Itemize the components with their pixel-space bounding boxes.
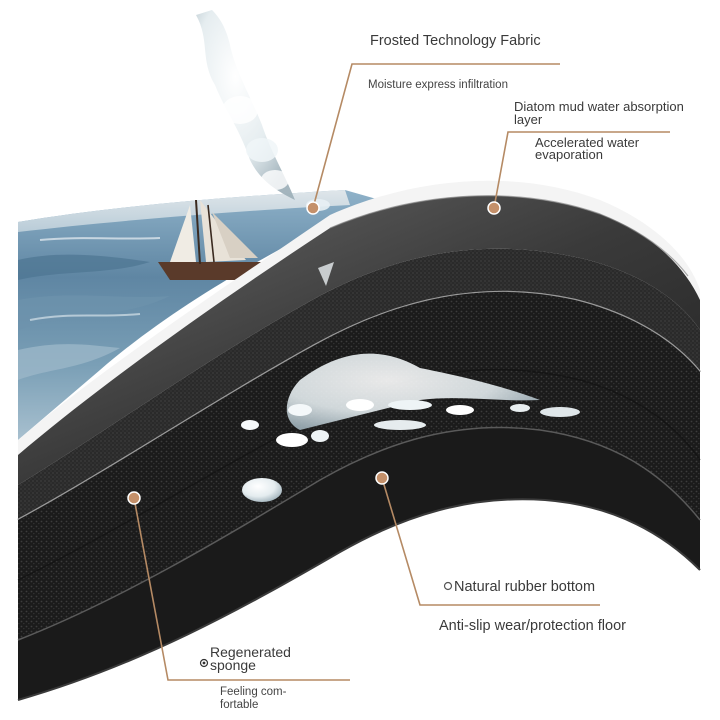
marker-dot-frosted-fabric: [306, 201, 320, 215]
water-splash-icon: [241, 262, 580, 502]
label-frosted-fabric: Frosted Technology Fabric: [370, 33, 541, 49]
label-evaporation: Accelerated water evaporation: [535, 135, 640, 162]
leader-diatom-layer: [493, 131, 670, 209]
leader-regenerated-sponge: [133, 497, 350, 681]
label-rubber-bottom: Natural rubber bottom: [454, 579, 596, 595]
label-feeling-comfortable: Feeling com- fortable: [220, 686, 286, 712]
leader-frosted-fabric: [312, 63, 560, 209]
label-evaporation-line1: Accelerated water: [535, 135, 640, 150]
label-diatom-layer-line1: Diatom mud water absorption: [514, 99, 684, 114]
printed-surface: [18, 190, 380, 440]
water-stream-icon: [196, 10, 330, 211]
label-diatom-layer-line2: layer: [514, 112, 543, 127]
label-feeling-comfortable-line2: fortable: [220, 699, 259, 711]
bullet-rubber-icon: [443, 581, 453, 591]
callout-leader-lines: [133, 63, 670, 681]
label-diatom-layer: Diatom mud water absorption layer: [514, 100, 684, 126]
label-feeling-comfortable-line1: Feeling com-: [220, 686, 287, 698]
frosted-fabric-layer: [18, 180, 700, 486]
callout-markers: [127, 201, 501, 505]
leader-rubber-bottom: [381, 477, 600, 606]
bullet-sponge-icon: [199, 658, 209, 668]
marker-dot-diatom-layer: [487, 201, 501, 215]
label-regenerated-sponge-line2: sponge: [210, 657, 256, 673]
label-regenerated-sponge: Regenerated sponge: [210, 644, 291, 673]
label-moisture-infiltration: Moisture express infiltration: [368, 79, 508, 91]
label-anti-slip: Anti-slip wear/protection floor: [439, 618, 626, 634]
label-evaporation-line2: evaporation: [535, 147, 603, 162]
marker-dot-rubber-bottom: [375, 471, 389, 485]
marker-dot-regenerated-sponge: [127, 491, 141, 505]
label-regenerated-sponge-line1: Regenerated: [210, 644, 291, 660]
sailboat-icon: [158, 199, 262, 280]
